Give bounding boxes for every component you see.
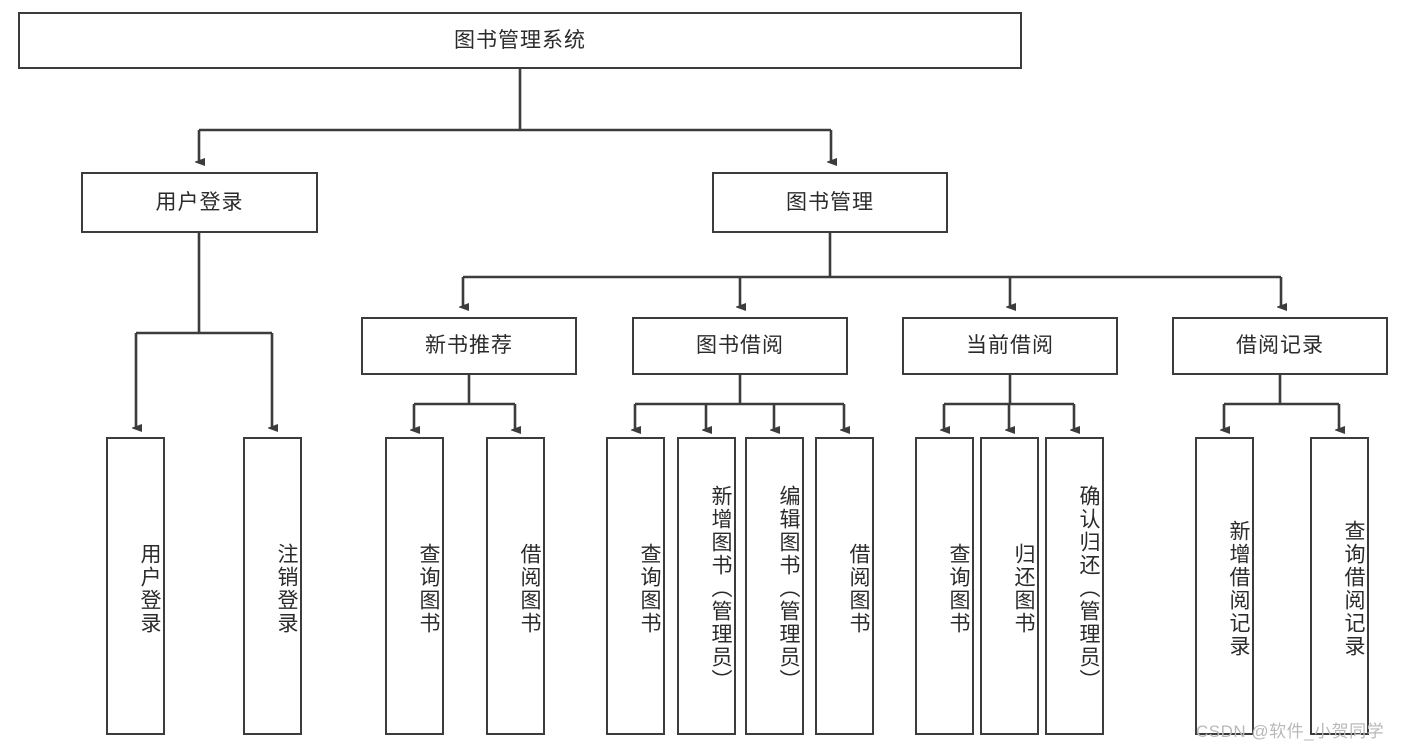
node-label: 图书借阅 (696, 334, 784, 358)
leaf-query-books-recommendation[interactable]: 查询图书 (385, 437, 444, 735)
node-label: 查询借阅记录 (1342, 520, 1365, 658)
node-label: 注销登录 (275, 543, 298, 635)
node-label: 借阅记录 (1236, 334, 1324, 358)
node-label: 借阅图书 (847, 543, 870, 635)
node-borrowing-records[interactable]: 借阅记录 (1172, 317, 1388, 375)
node-current-borrowing[interactable]: 当前借阅 (902, 317, 1118, 375)
leaf-confirm-return-admin[interactable]: 确认归还（管理员） (1045, 437, 1104, 735)
node-label: 归还图书 (1012, 543, 1035, 635)
node-root-book-management-system[interactable]: 图书管理系统 (18, 12, 1022, 69)
leaf-edit-book-admin[interactable]: 编辑图书（管理员） (745, 437, 804, 735)
node-new-book-recommendation[interactable]: 新书推荐 (361, 317, 577, 375)
node-label: 用户登录 (138, 543, 161, 635)
node-label: 新增图书（管理员） (709, 484, 732, 692)
leaf-query-borrowing-record[interactable]: 查询借阅记录 (1310, 437, 1369, 735)
leaf-user-login[interactable]: 用户登录 (106, 437, 165, 735)
node-label: 查询图书 (417, 543, 440, 635)
leaf-query-books-current[interactable]: 查询图书 (915, 437, 974, 735)
leaf-add-book-admin[interactable]: 新增图书（管理员） (677, 437, 736, 735)
node-label: 查询图书 (947, 543, 970, 635)
watermark-text: CSDN @软件_小贺同学 (1196, 722, 1385, 741)
leaf-return-books[interactable]: 归还图书 (980, 437, 1039, 735)
leaf-query-books-borrowing[interactable]: 查询图书 (606, 437, 665, 735)
node-book-borrowing[interactable]: 图书借阅 (632, 317, 848, 375)
leaf-logout[interactable]: 注销登录 (243, 437, 302, 735)
node-label: 用户登录 (155, 190, 244, 214)
node-label: 编辑图书（管理员） (777, 484, 800, 692)
node-label: 确认归还（管理员） (1077, 484, 1100, 692)
node-label: 查询图书 (638, 543, 661, 635)
leaf-borrow-books-borrowing[interactable]: 借阅图书 (815, 437, 874, 735)
watermark: CSDN @软件_小贺同学 (1196, 717, 1384, 742)
node-label: 图书管理 (786, 190, 874, 214)
node-book-management[interactable]: 图书管理 (712, 172, 948, 233)
node-label: 图书管理系统 (454, 28, 586, 52)
leaf-add-borrowing-record[interactable]: 新增借阅记录 (1195, 437, 1254, 735)
leaf-borrow-books-recommendation[interactable]: 借阅图书 (486, 437, 545, 735)
node-label: 当前借阅 (966, 334, 1054, 358)
node-user-login[interactable]: 用户登录 (81, 172, 318, 233)
node-label: 新书推荐 (425, 334, 513, 358)
node-label: 借阅图书 (518, 543, 541, 635)
node-label: 新增借阅记录 (1227, 520, 1250, 658)
